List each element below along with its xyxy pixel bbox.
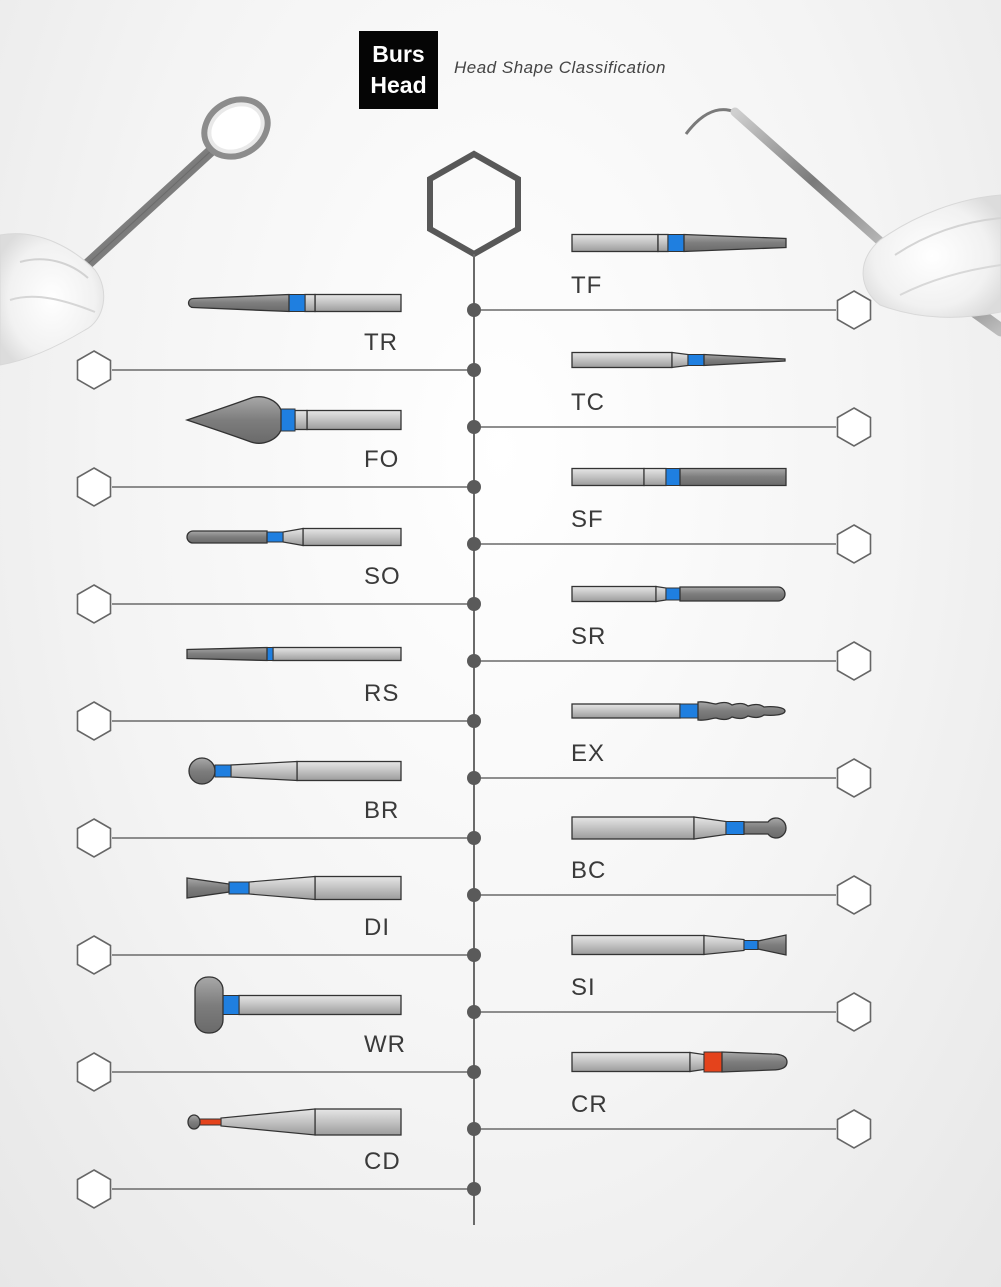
- hexagon-icon: [76, 935, 112, 975]
- hexagon-icon: [836, 290, 872, 330]
- bur-cd: [187, 1108, 402, 1136]
- bur-bc: [571, 816, 787, 840]
- badge-line-1: Burs: [372, 41, 425, 67]
- bur-label-fo: FO: [364, 446, 400, 473]
- hexagon-icon: [76, 701, 112, 741]
- bur-so: [186, 527, 402, 547]
- bur-label-di: DI: [364, 914, 390, 941]
- spine-node: [467, 1005, 481, 1019]
- mirror-hand-illustration: [0, 96, 271, 366]
- bur-fo: [184, 396, 402, 444]
- badge-line-2: Head: [370, 72, 427, 98]
- spine-node: [467, 363, 481, 377]
- bur-br: [188, 757, 402, 785]
- spine-node: [467, 303, 481, 317]
- bur-label-cr: CR: [571, 1091, 608, 1118]
- spine-node: [467, 888, 481, 902]
- bur-cr: [571, 1051, 788, 1073]
- spine-node: [467, 1065, 481, 1079]
- bur-label-tf: TF: [571, 272, 603, 299]
- bur-label-sf: SF: [571, 506, 604, 533]
- bur-label-sr: SR: [571, 623, 607, 650]
- bur-label-br: BR: [364, 797, 400, 824]
- probe-hand-illustration: [684, 107, 1001, 337]
- top-hexagon-icon: [427, 150, 521, 258]
- bur-tf: [571, 233, 787, 253]
- hexagon-icon: [836, 641, 872, 681]
- spine-node: [467, 654, 481, 668]
- spine-node: [467, 771, 481, 785]
- spine-node: [467, 831, 481, 845]
- bur-label-ex: EX: [571, 740, 606, 767]
- title-badge: Burs Head: [359, 31, 438, 109]
- subtitle: Head Shape Classification: [454, 58, 666, 77]
- hexagon-icon: [76, 350, 112, 390]
- hexagon-icon: [836, 1109, 872, 1149]
- hexagon-icon: [836, 992, 872, 1032]
- bur-label-rs: RS: [364, 680, 400, 707]
- hexagon-icon: [836, 524, 872, 564]
- bur-si: [571, 934, 787, 956]
- hexagon-icon: [76, 818, 112, 858]
- hexagon-icon: [76, 467, 112, 507]
- bur-label-tr: TR: [364, 329, 398, 356]
- spine-node: [467, 714, 481, 728]
- bur-wr: [194, 976, 402, 1034]
- bur-label-si: SI: [571, 974, 596, 1001]
- bur-label-tc: TC: [571, 389, 605, 416]
- bur-label-so: SO: [364, 563, 401, 590]
- bur-label-cd: CD: [364, 1148, 401, 1175]
- bur-ex: [571, 701, 786, 721]
- spine-node: [467, 480, 481, 494]
- bur-di: [186, 875, 402, 901]
- bur-sr: [571, 585, 786, 603]
- bur-tc: [571, 351, 786, 369]
- spine-node: [467, 597, 481, 611]
- spine-node: [467, 1182, 481, 1196]
- hexagon-icon: [836, 758, 872, 798]
- bur-sf: [571, 467, 787, 487]
- spine-node: [467, 948, 481, 962]
- spine-node: [467, 537, 481, 551]
- bur-label-wr: WR: [364, 1031, 406, 1058]
- hexagon-icon: [836, 407, 872, 447]
- bur-rs: [186, 646, 402, 662]
- hexagon-icon: [836, 875, 872, 915]
- hexagon-icon: [76, 1169, 112, 1209]
- bur-label-bc: BC: [571, 857, 607, 884]
- spine-node: [467, 420, 481, 434]
- spine-node: [467, 1122, 481, 1136]
- hexagon-icon: [76, 584, 112, 624]
- bur-tr: [187, 293, 402, 313]
- hexagon-icon: [76, 1052, 112, 1092]
